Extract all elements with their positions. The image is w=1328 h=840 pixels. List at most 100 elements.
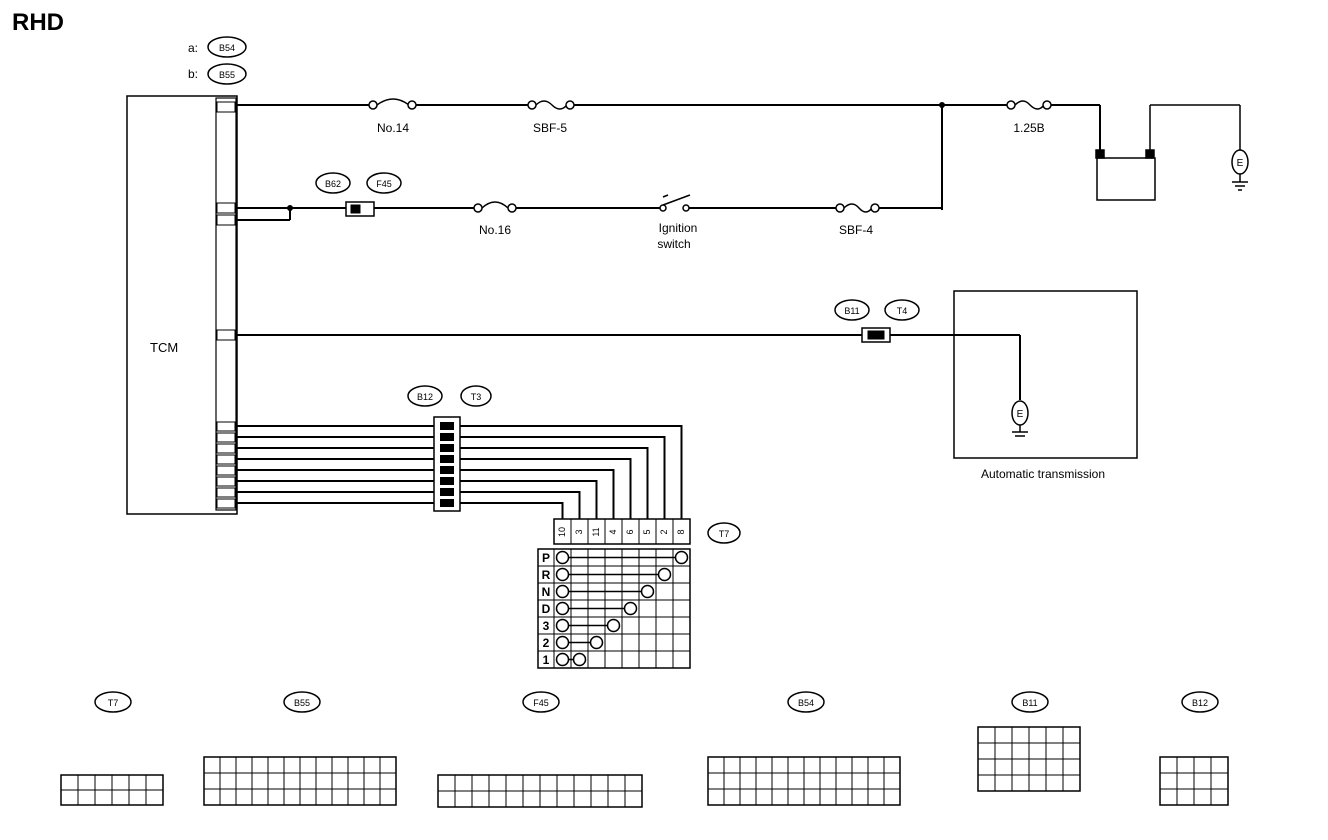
connector-id: F45 bbox=[533, 698, 549, 708]
terminal-number: 5 bbox=[642, 529, 652, 534]
conn-t4-id: T4 bbox=[897, 306, 908, 316]
tcm-label: TCM bbox=[150, 340, 178, 355]
sbf4-icon bbox=[835, 203, 880, 213]
connector-id-ellipse bbox=[94, 691, 132, 713]
inhibitor-wires bbox=[236, 422, 683, 519]
fuse-no14-label: No.14 bbox=[377, 121, 409, 135]
harness-a-ellipse bbox=[207, 36, 247, 58]
continuity-node bbox=[555, 550, 570, 565]
fuse-125b-icon bbox=[1006, 100, 1052, 110]
position-label: N bbox=[542, 585, 551, 599]
connector-id: T7 bbox=[108, 698, 119, 708]
harness-b-label: b: bbox=[188, 67, 198, 81]
position-label: 2 bbox=[543, 636, 550, 650]
continuity-node bbox=[640, 584, 655, 599]
ground-at-icon bbox=[1011, 400, 1029, 437]
conn-b11-id: B11 bbox=[844, 306, 859, 316]
terminal-number: 3 bbox=[574, 529, 584, 534]
b12-t3-pin bbox=[440, 488, 454, 496]
continuity-node bbox=[555, 618, 570, 633]
continuity-node bbox=[657, 567, 672, 582]
b12-t3-pin bbox=[440, 422, 454, 430]
fuse-125b-label: 1.25B bbox=[1013, 121, 1044, 135]
b12-t3-pin bbox=[440, 444, 454, 452]
connector-id: B54 bbox=[798, 698, 814, 708]
continuity-node bbox=[555, 652, 570, 667]
terminal-number: 8 bbox=[676, 529, 686, 534]
inhibitor-wire-route bbox=[460, 425, 683, 519]
continuity-node bbox=[555, 601, 570, 616]
conn-b62-id: B62 bbox=[325, 179, 341, 189]
position-label: P bbox=[542, 551, 550, 565]
connector-id: B11 bbox=[1022, 698, 1037, 708]
inhibitor-wire-route bbox=[460, 480, 598, 519]
connector-id: B55 bbox=[294, 698, 310, 708]
connector-diagrams: T7 B55 F45 B54 B11 B12 bbox=[60, 691, 1229, 808]
fuse-no14-icon bbox=[368, 98, 417, 110]
inhibitor-wire-route bbox=[460, 502, 564, 519]
sbf5-icon bbox=[527, 100, 575, 110]
connector-id: B12 bbox=[1192, 698, 1208, 708]
continuity-node bbox=[606, 618, 621, 633]
b12-t3-pin bbox=[440, 466, 454, 474]
b12-t3-pin bbox=[440, 433, 454, 441]
power-line-ignition bbox=[236, 207, 942, 221]
terminal-number: 10 bbox=[557, 527, 567, 537]
continuity-node bbox=[555, 567, 570, 582]
b11-t4-pin bbox=[867, 330, 885, 340]
harness-a-id: B54 bbox=[219, 43, 235, 53]
automatic-transmission-box bbox=[953, 290, 1138, 459]
conn-t7-ellipse bbox=[707, 522, 741, 544]
fuse-no16-label: No.16 bbox=[479, 223, 511, 237]
position-label: R bbox=[542, 568, 551, 582]
sbf4-label: SBF-4 bbox=[839, 223, 873, 237]
connector-id-ellipse bbox=[1011, 691, 1049, 713]
conn-b12-ellipse bbox=[407, 385, 443, 407]
ignition-label-1: Ignition bbox=[659, 221, 698, 235]
fuse-no16-icon bbox=[473, 201, 517, 213]
inhibitor-wire-route bbox=[460, 458, 632, 519]
sbf5-label: SBF-5 bbox=[533, 121, 567, 135]
b12-t3-connector bbox=[433, 416, 461, 512]
at-ground-line bbox=[236, 334, 1021, 400]
conn-b12-id: B12 bbox=[417, 392, 433, 402]
ground-top-icon bbox=[1231, 149, 1249, 191]
inhibitor-wire-route bbox=[460, 469, 615, 519]
harness-b-ellipse bbox=[207, 63, 247, 85]
inhibitor-wire-route bbox=[460, 436, 666, 519]
harness-a-label: a: bbox=[188, 41, 198, 55]
conn-t4-ellipse bbox=[884, 299, 920, 321]
ground-top-label: E bbox=[1237, 158, 1244, 169]
conn-t3-ellipse bbox=[460, 385, 492, 407]
tcm-connector-strip bbox=[215, 97, 237, 511]
continuity-node bbox=[572, 652, 587, 667]
harness-b-id: B55 bbox=[219, 70, 235, 80]
conn-f45-id: F45 bbox=[376, 179, 392, 189]
connector-id-ellipse bbox=[787, 691, 825, 713]
battery-icon bbox=[1095, 104, 1241, 201]
tcm-box bbox=[126, 95, 238, 515]
ignition-switch-icon bbox=[659, 194, 691, 212]
power-line-top bbox=[236, 104, 1101, 210]
position-label: 3 bbox=[543, 619, 550, 633]
inhibitor-wire-route bbox=[460, 447, 649, 519]
b12-t3-pin bbox=[440, 477, 454, 485]
continuity-node bbox=[555, 635, 570, 650]
terminal-number: 4 bbox=[608, 529, 618, 534]
automatic-transmission-label: Automatic transmission bbox=[981, 467, 1105, 481]
junction-dot-2 bbox=[287, 205, 293, 211]
conn-f45-ellipse bbox=[366, 172, 402, 194]
b12-t3-pin bbox=[440, 499, 454, 507]
continuity-node bbox=[623, 601, 638, 616]
conn-b11-ellipse bbox=[834, 299, 870, 321]
conn-t3-id: T3 bbox=[471, 392, 482, 402]
continuity-node bbox=[674, 550, 689, 565]
connector-id-ellipse bbox=[1181, 691, 1219, 713]
ground-at-label: E bbox=[1017, 409, 1024, 420]
terminal-number: 2 bbox=[659, 529, 669, 534]
b62-f45-pin bbox=[350, 204, 361, 214]
inhibitor-wire-route bbox=[460, 491, 581, 519]
ignition-label-2: switch bbox=[657, 237, 690, 251]
